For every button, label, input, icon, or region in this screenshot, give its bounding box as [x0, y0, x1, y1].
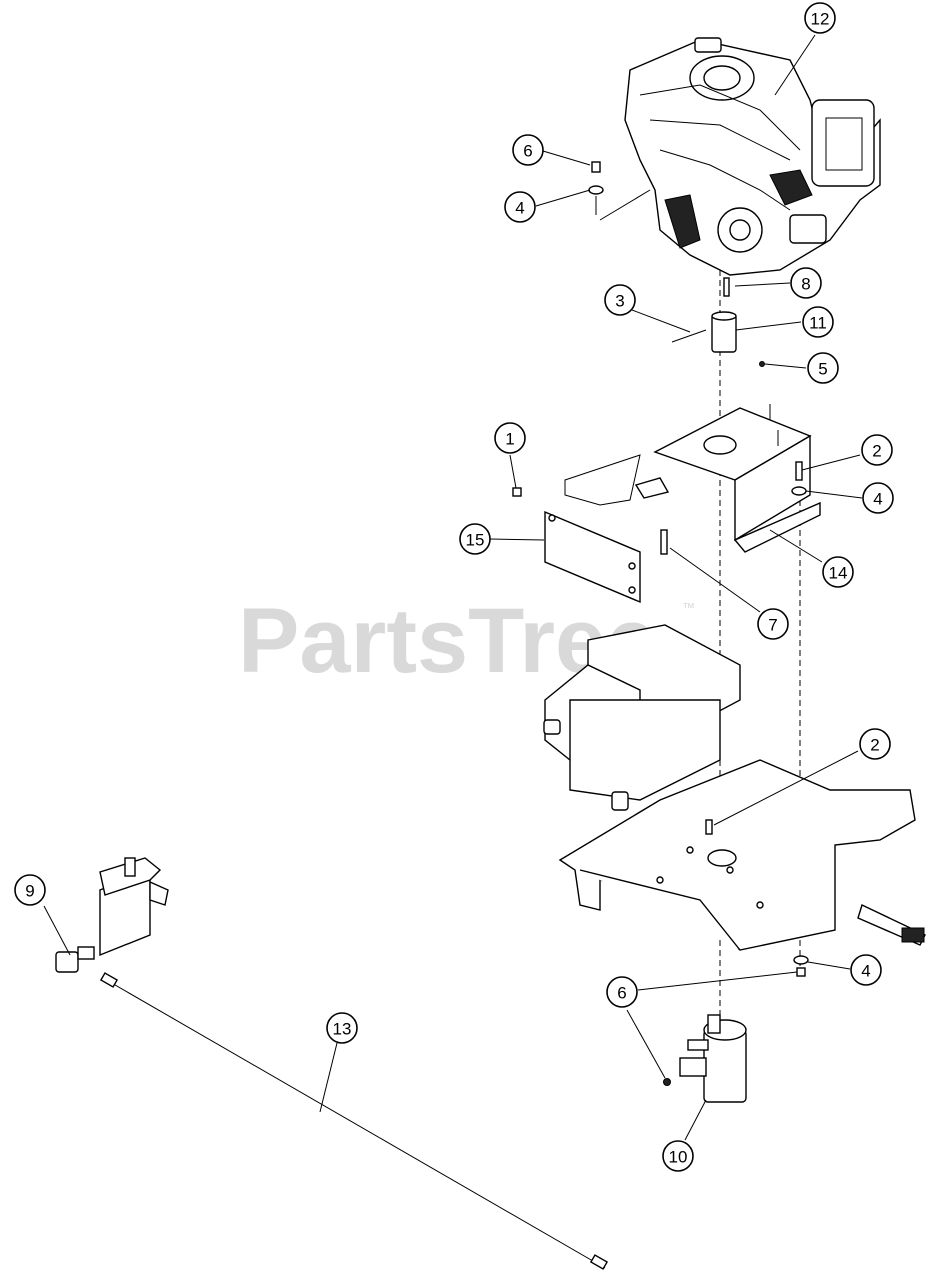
svg-text:2: 2	[872, 442, 881, 461]
main-frame	[543, 624, 926, 951]
set-screw-part[interactable]	[759, 361, 765, 367]
coupler-part[interactable]	[711, 311, 737, 353]
callout-4-mid[interactable]: 4	[862, 482, 894, 514]
callout-7[interactable]: 7	[757, 608, 789, 640]
svg-text:5: 5	[818, 360, 827, 379]
frame-washer-part[interactable]	[793, 955, 809, 977]
svg-text:14: 14	[829, 564, 848, 583]
callout-6-top[interactable]: 6	[512, 134, 544, 166]
callout-4-top[interactable]: 4	[504, 191, 536, 223]
svg-text:2: 2	[870, 736, 879, 755]
cover-plate-part[interactable]	[544, 510, 641, 604]
callout-15[interactable]: 15	[459, 523, 491, 555]
mount-bracket-part[interactable]	[634, 404, 821, 553]
callout-5[interactable]: 5	[807, 352, 839, 384]
bolt-part[interactable]	[660, 529, 668, 555]
engine-part[interactable]	[624, 37, 881, 276]
callout-6-bottom[interactable]: 6	[606, 976, 638, 1008]
callout-2-upper[interactable]: 2	[861, 434, 893, 466]
callout-1[interactable]: 1	[494, 422, 526, 454]
svg-text:13: 13	[333, 1020, 352, 1039]
callout-2-lower[interactable]: 2	[859, 728, 891, 760]
watermark-trademark: ™	[682, 600, 695, 615]
callout-10[interactable]: 10	[662, 1140, 694, 1172]
svg-text:4: 4	[515, 199, 524, 218]
pin-part[interactable]	[671, 329, 707, 343]
small-bolt-part[interactable]	[512, 487, 522, 497]
svg-text:3: 3	[615, 292, 624, 311]
bracket-outline	[564, 454, 641, 506]
callout-4-bottom[interactable]: 4	[850, 954, 882, 986]
callout-14[interactable]: 14	[822, 556, 854, 588]
svg-text:4: 4	[873, 490, 882, 509]
svg-text:12: 12	[811, 10, 830, 29]
svg-text:8: 8	[801, 275, 810, 294]
leader-lines	[43, 34, 863, 1141]
svg-text:4: 4	[861, 962, 870, 981]
callout-11[interactable]: 11	[802, 306, 834, 338]
svg-text:1: 1	[505, 430, 514, 449]
svg-text:7: 7	[768, 616, 777, 635]
callout-8[interactable]: 8	[790, 267, 822, 299]
motor-nut-part[interactable]	[663, 1078, 671, 1086]
callout-13[interactable]: 13	[326, 1012, 358, 1044]
svg-text:6: 6	[523, 142, 532, 161]
motor-part[interactable]	[679, 1014, 747, 1103]
callout-9[interactable]: 9	[14, 874, 46, 906]
fitting-part[interactable]	[55, 946, 95, 973]
key-part[interactable]	[723, 277, 730, 297]
svg-text:9: 9	[25, 882, 34, 901]
callout-12[interactable]: 12	[804, 2, 836, 34]
rod-part[interactable]	[99, 972, 609, 1270]
svg-text:15: 15	[466, 531, 485, 550]
svg-text:6: 6	[617, 984, 626, 1003]
svg-text:10: 10	[669, 1148, 688, 1167]
hydraulic-pump-part[interactable]	[99, 857, 169, 957]
svg-text:11: 11	[809, 314, 827, 333]
engine-bolt-part[interactable]	[588, 161, 651, 221]
callout-3[interactable]: 3	[604, 284, 636, 316]
